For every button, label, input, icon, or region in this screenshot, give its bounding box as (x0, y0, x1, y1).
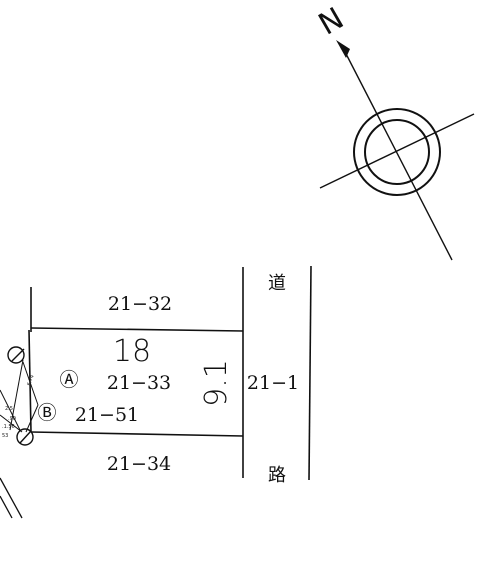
road-lot-label: 21−1 (247, 372, 299, 394)
lot-label-21-32: 21−32 (108, 293, 172, 315)
compass-axis-ew (319, 113, 475, 189)
marker-b: Ⓑ (37, 402, 56, 424)
lot-label-21-34: 21−34 (107, 453, 171, 475)
svg-text:6.74: 6.74 (26, 374, 35, 387)
boundary-stake-sketch: 6.74 2.5 .90 .1.56 53 (0, 346, 39, 519)
svg-text:2.5: 2.5 (5, 406, 13, 412)
svg-text:.1.56: .1.56 (2, 424, 15, 430)
dimension-width: 9.1 (199, 359, 234, 407)
dimension-depth: 18 (113, 334, 151, 369)
lot-lines (28, 265, 312, 481)
road-char-top: 道 (268, 273, 286, 294)
svg-text:.90: .90 (8, 416, 16, 422)
marker-a: Ⓐ (59, 369, 78, 391)
lot-label-21-33: 21−33 (107, 372, 171, 394)
north-compass: N (313, 1, 475, 261)
compass-inner-ring (364, 119, 430, 185)
road-char-bottom: 路 (268, 465, 286, 486)
north-letter: N (313, 1, 350, 43)
compass-axis-ns (341, 45, 453, 261)
compass-outer-ring (353, 108, 441, 196)
svg-text:53: 53 (2, 433, 8, 439)
lot-label-21-51: 21−51 (75, 404, 139, 426)
